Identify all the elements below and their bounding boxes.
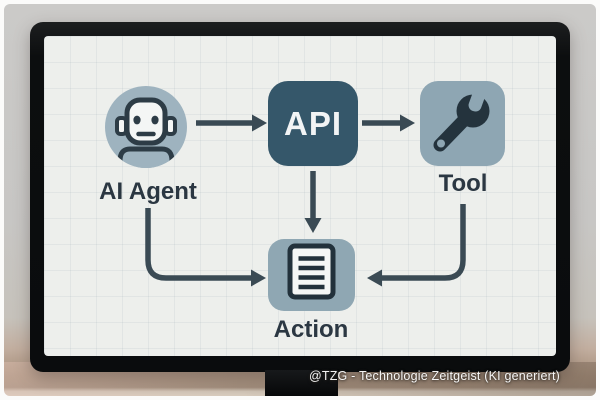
flow-diagram: AI Agent API Tool <box>99 81 505 343</box>
node-ai-agent <box>105 86 187 168</box>
edge-api-to-tool <box>362 114 415 132</box>
edge-ai-agent-to-api <box>196 114 267 132</box>
ai-agent-label: AI Agent <box>99 178 197 205</box>
edge-tool-to-action <box>367 204 466 287</box>
wrench-icon <box>433 83 490 152</box>
edge-ai-agent-to-action <box>145 208 266 287</box>
action-label: Action <box>274 316 349 343</box>
edge-api-to-action <box>304 171 322 233</box>
document-icon <box>287 243 336 300</box>
scene-background: AI Agent API Tool <box>4 4 596 396</box>
monitor-bezel: AI Agent API Tool <box>30 22 570 372</box>
watermark-text: @TZG - Technologie Zeitgeist (KI generie… <box>308 369 560 383</box>
tool-label: Tool <box>439 170 488 197</box>
monitor-screen: AI Agent API Tool <box>44 36 556 356</box>
api-label: API <box>284 105 342 142</box>
node-api <box>268 81 358 166</box>
monitor-stand <box>265 370 338 396</box>
